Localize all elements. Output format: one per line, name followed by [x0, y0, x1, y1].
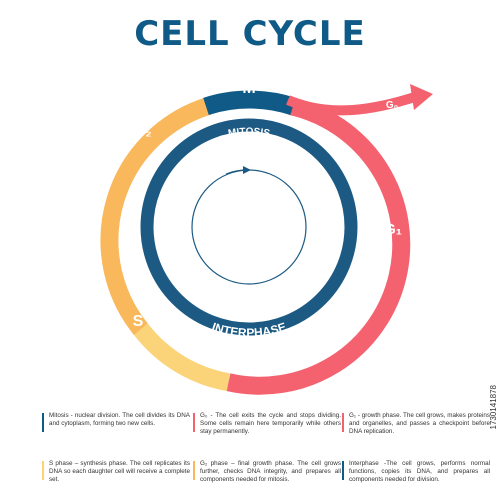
outer-ring — [100, 84, 433, 395]
legend-color-bar — [342, 413, 344, 432]
legend-item-g2: G₂ phase – final growth phase. The cell … — [193, 460, 341, 483]
phase-arc-g1 — [226, 97, 411, 395]
legend-text: S phase – synthesis phase. The cell repl… — [49, 460, 190, 483]
phase-arc-s — [133, 323, 231, 392]
g0-arrow-path — [286, 91, 420, 116]
legend-color-bar — [42, 413, 44, 432]
legend-item-mitosis: Mitosis - nuclear division. The cell div… — [42, 412, 190, 432]
phase-arc-m — [203, 90, 296, 116]
legend-item-g0: G₀ - The cell exits the cycle and stops … — [193, 412, 341, 435]
legend-text: Mitosis - nuclear division. The cell div… — [49, 412, 190, 427]
legend-color-bar — [193, 413, 195, 432]
legend-item-interphase: Interphase -The cell grows, performs nor… — [342, 460, 490, 483]
g0-label: G₀ — [386, 100, 398, 111]
cycle-arrowhead — [243, 166, 251, 174]
interphase-label: INTERPHASE — [210, 320, 288, 340]
s-label: S — [133, 313, 144, 330]
interphase-ring — [140, 118, 358, 336]
phase-arc-g2 — [100, 97, 211, 335]
cell-cycle-diagram: MITOSIS INTERPHASE M G₀ G₁ G₂ S — [100, 80, 433, 395]
g2-label: G₂ — [134, 123, 151, 139]
inner-ring — [140, 118, 358, 336]
inner-thin-circle — [191, 169, 307, 285]
m-phase-label: M — [242, 80, 255, 97]
g1-label: G₁ — [384, 221, 402, 238]
legend-color-bar — [342, 461, 344, 480]
legend-item-g1: G₁ - growth phase. The cell grows, makes… — [342, 412, 490, 435]
svg-text:MITOSIS: MITOSIS — [227, 126, 271, 139]
legend-color-bar — [42, 461, 44, 480]
legend-text: G₁ - growth phase. The cell grows, makes… — [349, 412, 490, 435]
legend-text: G₂ phase – final growth phase. The cell … — [200, 460, 341, 483]
mitosis-label: MITOSIS — [227, 126, 271, 139]
g0-arrowhead — [410, 84, 433, 110]
legend-color-bar — [193, 461, 195, 480]
legend-item-s: S phase – synthesis phase. The cell repl… — [42, 460, 190, 483]
legend-text: G₀ - The cell exits the cycle and stops … — [200, 412, 341, 435]
legend-text: Interphase -The cell grows, performs nor… — [349, 460, 490, 483]
svg-text:INTERPHASE: INTERPHASE — [210, 320, 288, 340]
stock-id-text: 1730141878 — [489, 385, 498, 430]
page-title: CELL CYCLE — [134, 14, 366, 54]
